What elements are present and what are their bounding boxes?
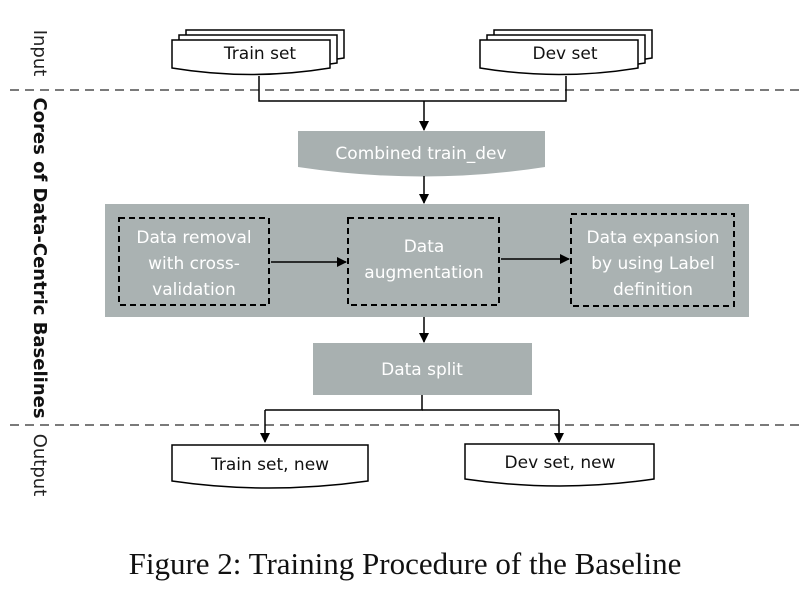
combined-label: Combined train_dev [335, 144, 506, 164]
data-augmentation-line-2: augmentation [364, 263, 483, 283]
split-connector [265, 395, 423, 411]
data-expansion-line-3: definition [613, 280, 693, 300]
data-removal-line-1: Data removal [136, 228, 251, 248]
section-label-cores: Cores of Data-Centric Baselines [29, 97, 50, 418]
data-split-step: Data split [313, 343, 532, 395]
data-expansion-line-2: by using Label [591, 254, 714, 274]
dev-set-new-label: Dev set, new [505, 453, 616, 473]
data-split-label: Data split [381, 360, 463, 380]
train-set-new-label: Train set, new [210, 455, 329, 475]
train-set-new-output: Train set, new [171, 444, 369, 489]
section-label-input: Input [29, 30, 50, 77]
train-set-input: Train set [171, 29, 345, 76]
core-processing-band [105, 204, 749, 317]
data-expansion-step: Data expansion by using Label definition [570, 213, 735, 307]
data-augmentation-line-1: Data [404, 237, 445, 257]
dev-set-new-output: Dev set, new [464, 443, 655, 487]
combined-train-dev: Combined train_dev [298, 131, 545, 177]
section-label-output: Output [29, 434, 50, 497]
data-expansion-line-1: Data expansion [587, 228, 720, 248]
train-set-label: Train set [223, 44, 297, 64]
data-removal-line-3: validation [152, 280, 236, 300]
merge-connector [258, 76, 567, 102]
dev-set-label: Dev set [533, 44, 598, 64]
data-augmentation-step: Data augmentation [347, 217, 500, 306]
data-removal-line-2: with cross- [148, 254, 240, 274]
dev-set-input: Dev set [479, 29, 653, 76]
data-removal-step: Data removal with cross- validation [118, 217, 270, 306]
figure-caption: Figure 2: Training Procedure of the Base… [128, 546, 682, 581]
